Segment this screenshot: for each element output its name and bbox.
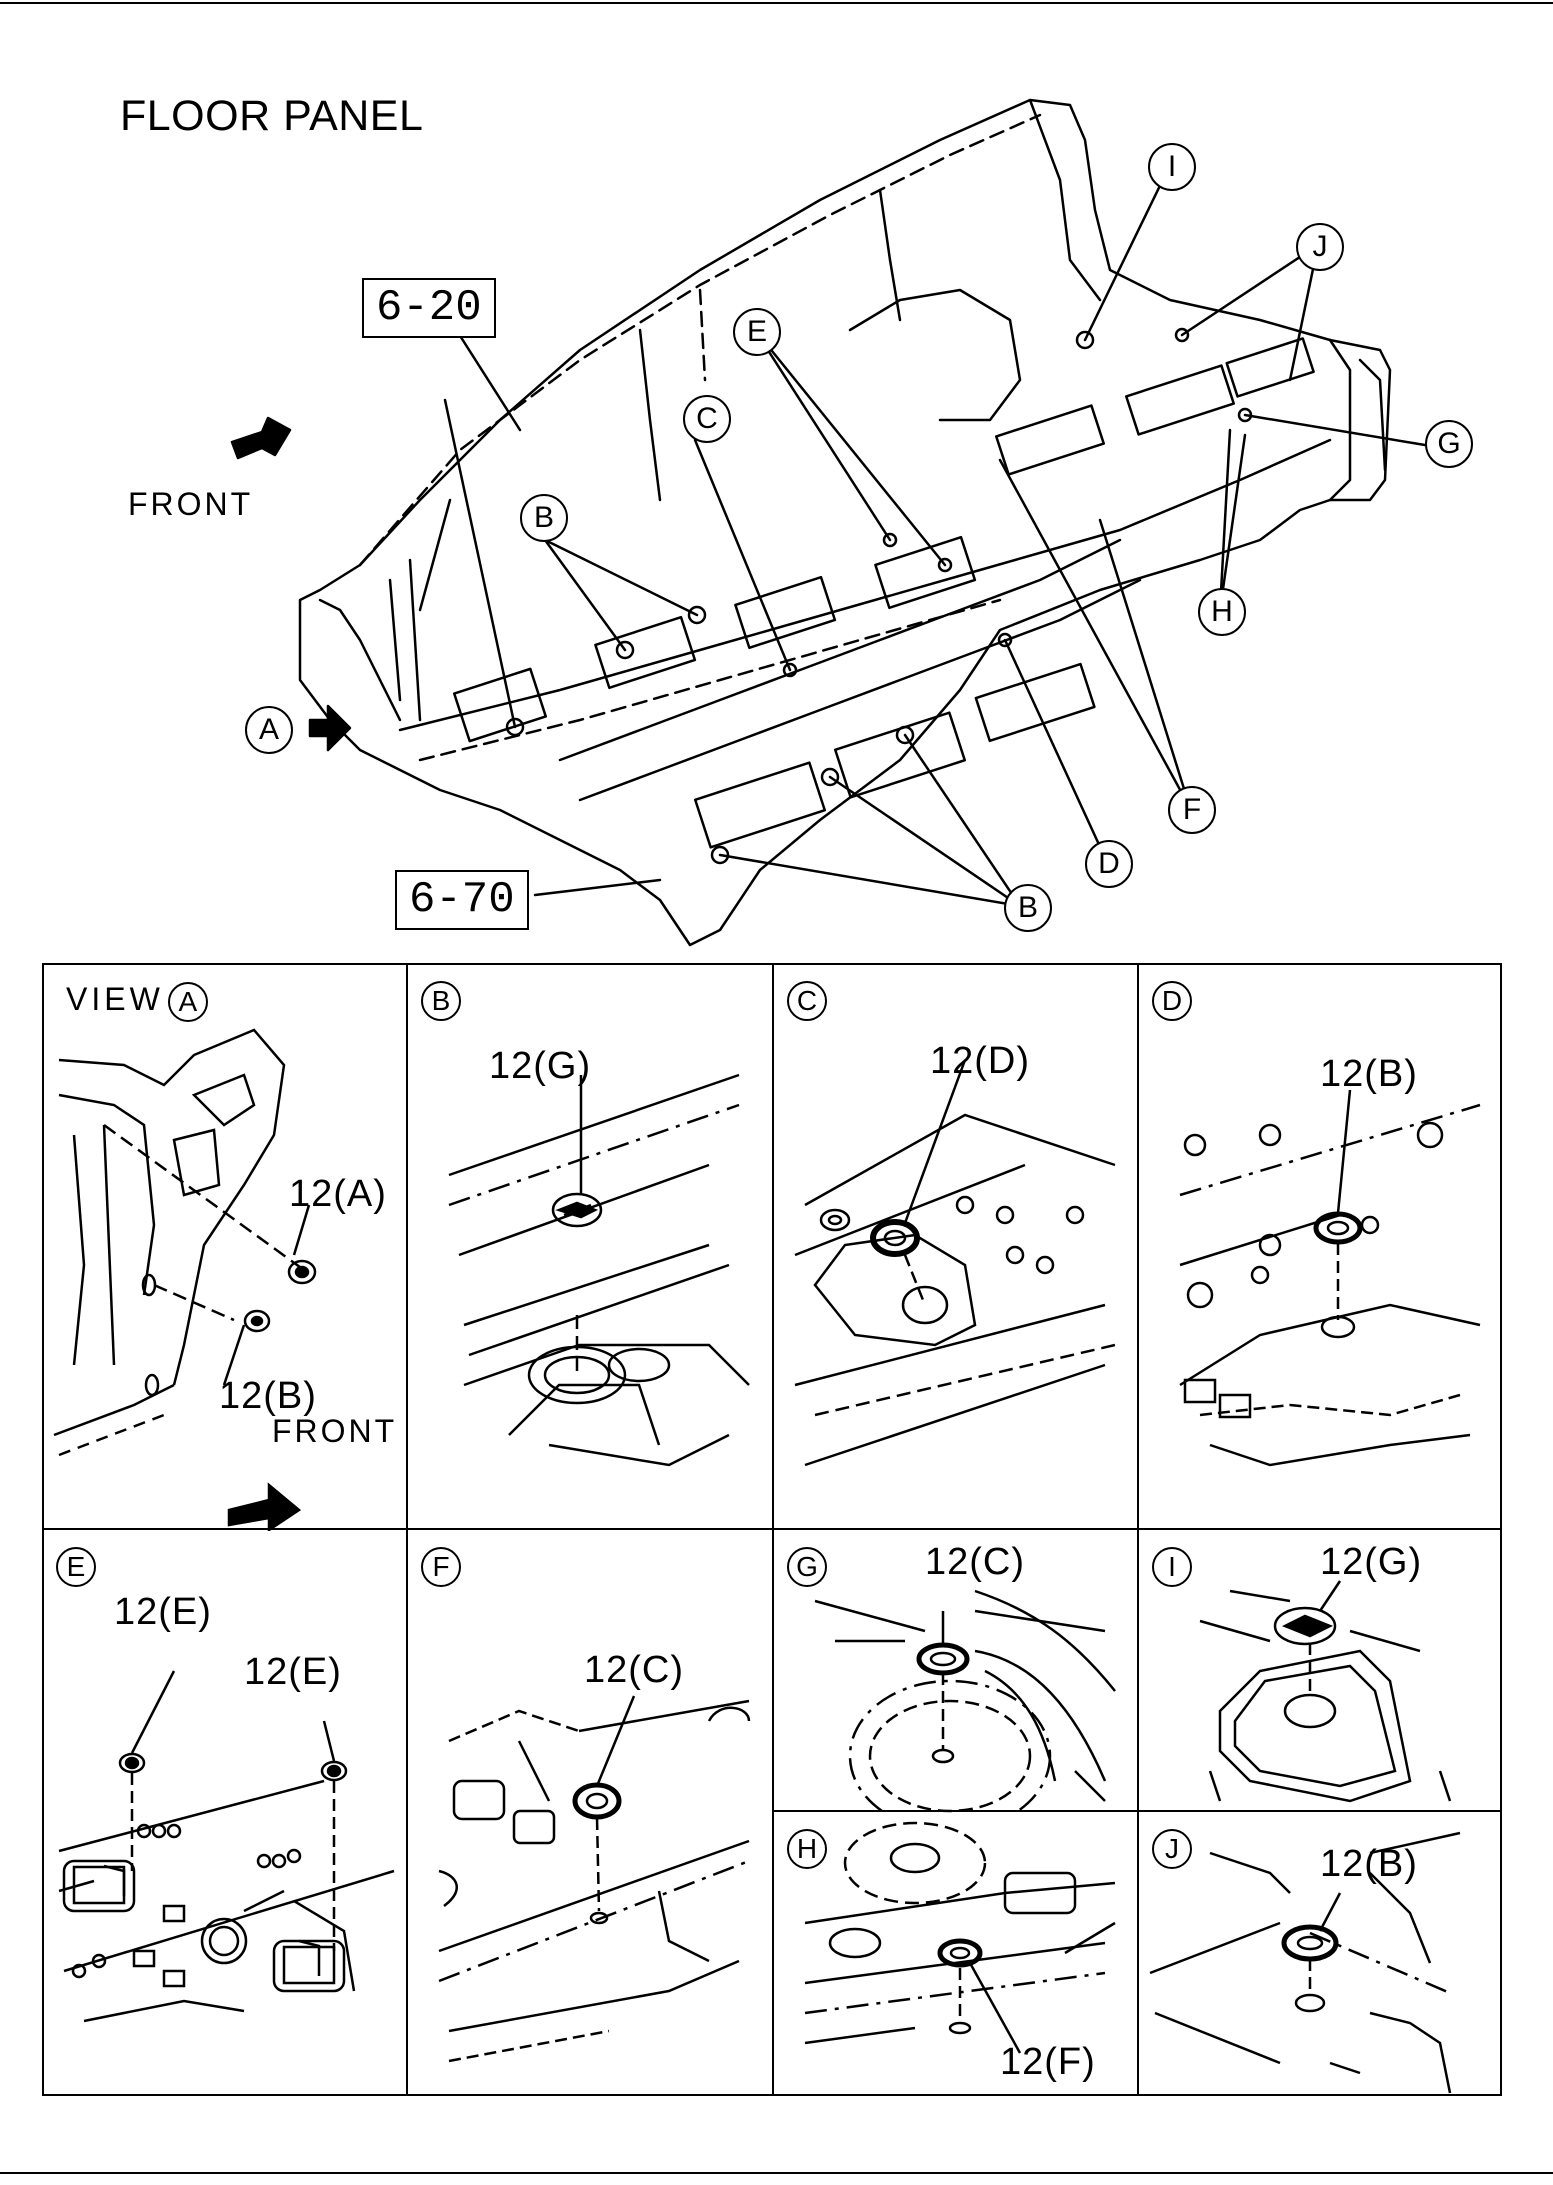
part-label-12a: 12(A) bbox=[289, 1173, 387, 1215]
ref-box-6-70: 6-70 bbox=[395, 870, 529, 930]
top-rule bbox=[0, 2, 1553, 4]
panel-g-drawing bbox=[814, 1589, 1116, 1813]
panel-e: E bbox=[44, 1531, 409, 2098]
floor-panel-overview-drawing bbox=[230, 98, 1427, 947]
part-label-12f: 12(F) bbox=[1000, 2041, 1096, 2083]
callout-view-a: A bbox=[245, 706, 293, 754]
callout-g: G bbox=[1425, 420, 1473, 468]
view-a-letter: A bbox=[167, 981, 208, 1022]
panel-b: B 12(G) bbox=[409, 965, 775, 1531]
panel-c: C 12(D) bbox=[775, 965, 1140, 1531]
part-label-12c-g: 12(C) bbox=[925, 1541, 1026, 1583]
part-label-12b-j: 12(B) bbox=[1320, 1843, 1418, 1885]
panel-i-drawing bbox=[1199, 1580, 1452, 1803]
panel-e-drawing bbox=[58, 1670, 395, 2023]
front-label: FRONT bbox=[128, 486, 254, 522]
callout-d: D bbox=[1085, 840, 1133, 888]
part-label-12e-left: 12(E) bbox=[114, 1591, 212, 1633]
part-label-12g: 12(G) bbox=[489, 1045, 592, 1087]
bottom-rule bbox=[0, 2172, 1553, 2174]
view-a-drawing bbox=[53, 1028, 317, 1531]
callout-b-lower: B bbox=[1004, 884, 1052, 932]
callout-h: H bbox=[1198, 588, 1246, 636]
callout-j: J bbox=[1296, 223, 1344, 271]
panel-i-letter: I bbox=[1152, 1547, 1192, 1587]
panel-e-letter: E bbox=[56, 1547, 96, 1587]
callout-b-upper: B bbox=[520, 494, 568, 542]
panel-d-drawing bbox=[1179, 1089, 1481, 1467]
panel-f-letter: F bbox=[421, 1547, 461, 1587]
panel-h-drawing bbox=[804, 1821, 1116, 2054]
callout-e: E bbox=[733, 308, 781, 356]
panel-j: J 12(B) bbox=[1140, 1813, 1504, 2098]
panel-f-drawing bbox=[438, 1695, 751, 2063]
panel-b-drawing bbox=[448, 1073, 750, 1467]
panel-c-letter: C bbox=[787, 981, 827, 1021]
panel-f: F 12(C) bbox=[409, 1531, 775, 2098]
panel-i: I 12(G) bbox=[1140, 1531, 1504, 1813]
view-label: VIEW bbox=[66, 981, 164, 1017]
part-label-12e-right: 12(E) bbox=[244, 1651, 342, 1693]
part-label-12d: 12(D) bbox=[930, 1040, 1031, 1082]
part-label-12c-f: 12(C) bbox=[584, 1649, 685, 1691]
panel-h-letter: H bbox=[787, 1829, 827, 1869]
panel-j-drawing bbox=[1149, 1831, 1461, 2094]
panel-g: G 12(C) bbox=[775, 1531, 1140, 1813]
callout-f: F bbox=[1168, 786, 1216, 834]
grid-lines bbox=[42, 963, 1502, 2096]
callout-i: I bbox=[1148, 143, 1196, 191]
ref-box-6-20: 6-20 bbox=[362, 278, 496, 338]
panel-c-drawing bbox=[794, 1059, 1116, 1467]
panel-j-letter: J bbox=[1152, 1829, 1192, 1869]
panel-g-letter: G bbox=[787, 1547, 827, 1587]
panel-h: H 12(F) bbox=[775, 1813, 1140, 2098]
panel-b-letter: B bbox=[421, 981, 461, 1021]
callout-c: C bbox=[683, 395, 731, 443]
page-title: FLOOR PANEL bbox=[120, 92, 424, 140]
panel-d: D 12(B) bbox=[1140, 965, 1504, 1531]
view-a-front-label: FRONT bbox=[272, 1413, 398, 1449]
part-label-12b-d: 12(B) bbox=[1320, 1053, 1418, 1095]
panel-d-letter: D bbox=[1152, 981, 1192, 1021]
part-label-12b: 12(B) bbox=[219, 1375, 317, 1417]
part-label-12g-i: 12(G) bbox=[1320, 1541, 1423, 1583]
